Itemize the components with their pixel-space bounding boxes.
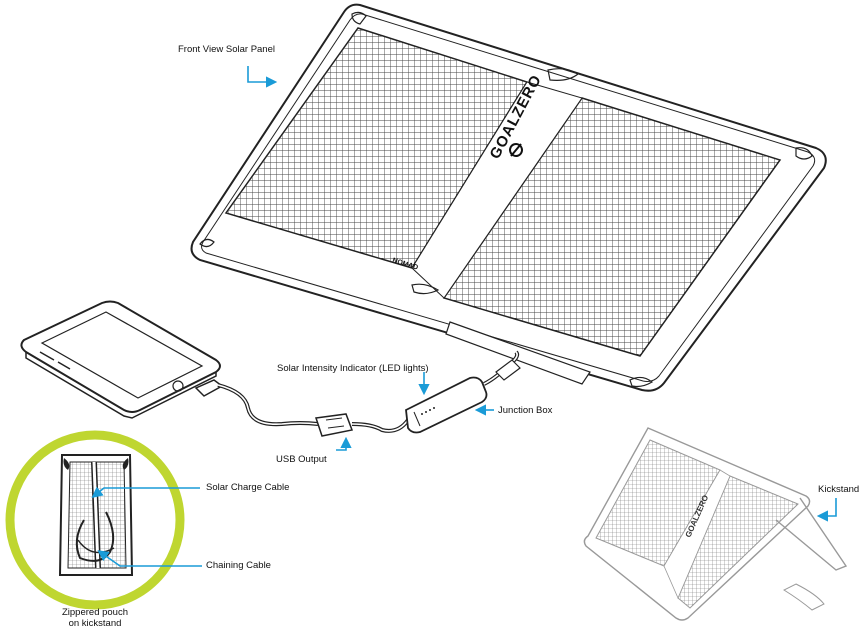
- usb-cable: [194, 379, 410, 437]
- main-solar-panel: [190, 3, 827, 392]
- chaining-cable-arrow: [97, 550, 202, 567]
- label-kickstand: Kickstand: [818, 484, 860, 495]
- pouch-detail: [5, 430, 185, 610]
- label-solar-charge-cable: Solar Charge Cable: [206, 482, 290, 493]
- label-junction-box: Junction Box: [498, 405, 553, 416]
- smartphone: [20, 300, 221, 419]
- label-front-view-solar-panel: Front View Solar Panel: [178, 44, 275, 55]
- solar-charge-cable-arrow: [91, 486, 200, 498]
- label-chaining-cable: Chaining Cable: [206, 560, 271, 571]
- usb-output-arrow: [336, 436, 352, 451]
- junction-box: [405, 350, 521, 434]
- label-usb-output: USB Output: [276, 454, 327, 465]
- usb-output-connector: [315, 413, 354, 437]
- label-solar-intensity-indicator: Solar Intensity Indicator (LED lights): [277, 363, 429, 374]
- kickstand-leg: [775, 497, 848, 571]
- front-view-arrow: [247, 66, 278, 88]
- small-solar-panel: GOALZERO: [583, 427, 848, 621]
- callout-arrows: [91, 66, 837, 567]
- label-zippered-pouch-line2: on kickstand: [68, 618, 122, 629]
- label-zippered-pouch-line1: Zippered pouch: [61, 607, 129, 618]
- kickstand-arrow: [816, 498, 837, 522]
